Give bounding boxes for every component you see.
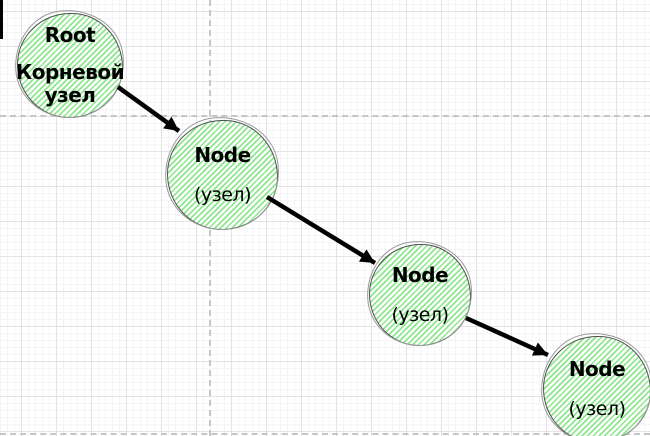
page-break-horizontal-bottom <box>0 433 650 435</box>
node-3-label-ru: (узел) <box>568 398 626 420</box>
node-root-label-en: Root <box>44 23 96 47</box>
node-root-label-ru-1: Корневой <box>15 60 125 84</box>
node-root-label-ru-2: узел <box>44 83 96 107</box>
node-1-label-ru: (узел) <box>193 183 252 206</box>
node-3[interactable]: Node (узел) <box>543 336 650 436</box>
node-root-label: Root Корневой узел <box>15 23 125 107</box>
page-break-horizontal <box>0 115 650 117</box>
node-3-label-en: Node <box>568 357 626 381</box>
arrow-node2-to-node3[interactable] <box>465 315 549 358</box>
node-2[interactable]: Node (узел) <box>369 244 471 346</box>
node-3-label: Node (узел) <box>568 357 626 421</box>
arrow-root-to-node1[interactable] <box>116 85 181 133</box>
arrow-node1-to-node2[interactable] <box>265 195 377 265</box>
node-1-label: Node (узел) <box>193 142 252 207</box>
node-1-label-en: Node <box>194 142 251 167</box>
node-2-label-ru: (узел) <box>391 303 449 326</box>
node-1[interactable]: Node (узел) <box>167 120 278 230</box>
node-2-label-en: Node <box>391 262 449 287</box>
clipped-ui-fragment <box>0 0 3 39</box>
node-2-label: Node (узел) <box>391 262 449 327</box>
node-root[interactable]: Root Корневой узел <box>15 13 125 118</box>
